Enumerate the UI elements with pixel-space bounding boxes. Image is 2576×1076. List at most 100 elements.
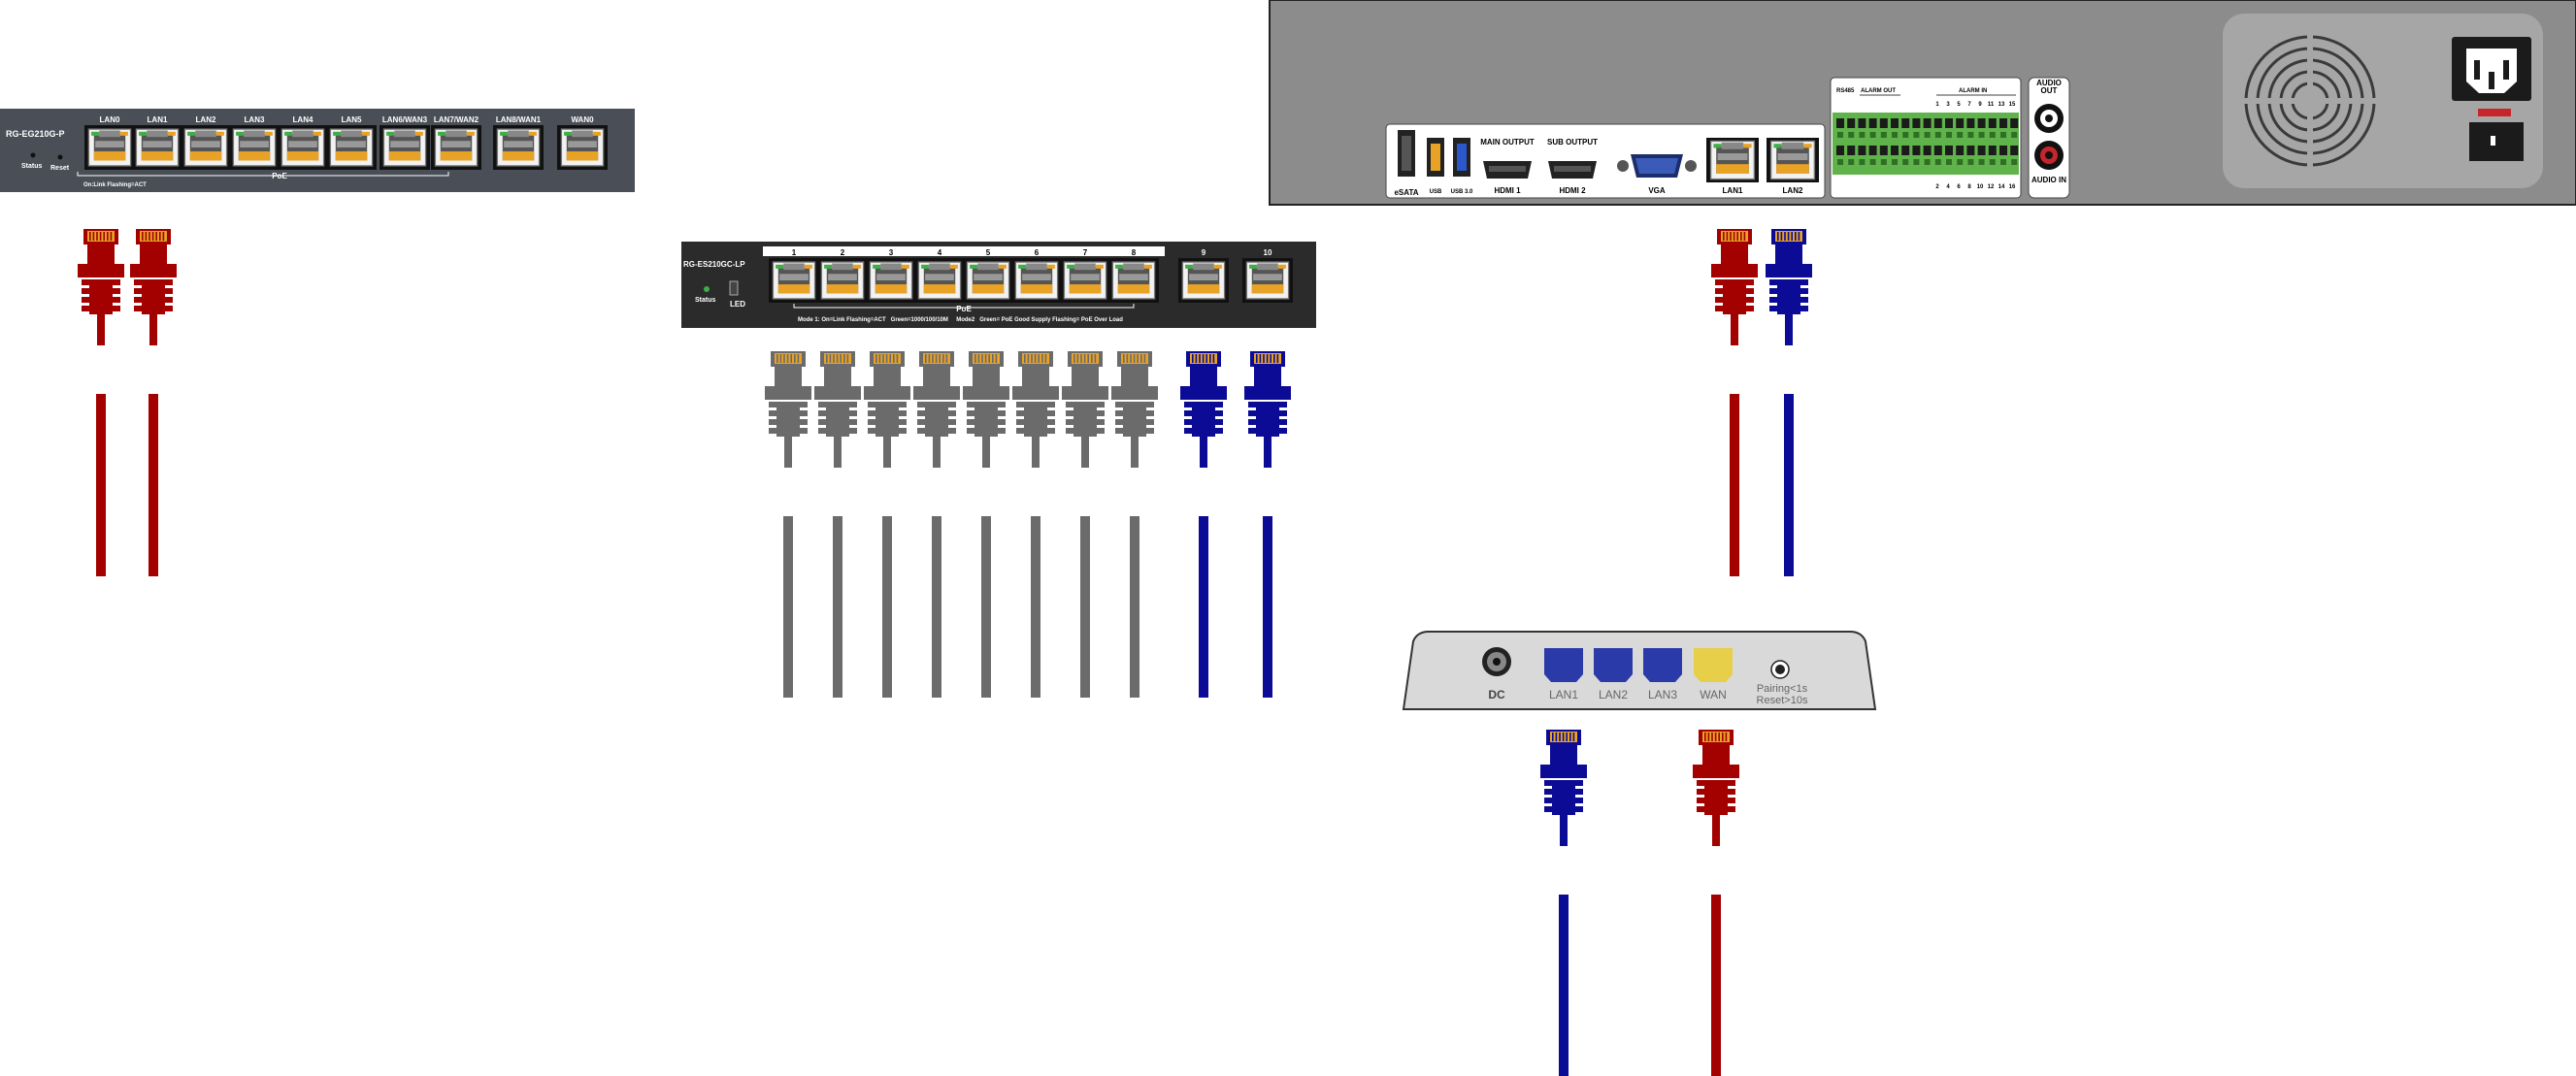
- terminal-screws: [1836, 118, 2019, 165]
- terminal-screw[interactable]: [1956, 118, 1965, 128]
- pairing-reset-button[interactable]: [1770, 660, 1790, 679]
- terminal-screw[interactable]: [1923, 118, 1932, 128]
- nvr-device: eSATA USB USB 3.0 MAIN OUTPUT HDMI 1 SUB…: [1269, 0, 2576, 206]
- switch-led-mode-button[interactable]: [729, 280, 739, 296]
- rj45-plug[interactable]: [1012, 351, 1059, 468]
- router-model-label: RG-EG210G-P: [6, 129, 65, 139]
- power-indicator: [2478, 109, 2511, 116]
- terminal-screw[interactable]: [1879, 146, 1888, 155]
- ap-port-2[interactable]: [1643, 648, 1682, 682]
- terminal-screw[interactable]: [1945, 118, 1953, 128]
- switch-port-label: 10: [1264, 248, 1272, 257]
- alarm-in-number: 12: [1988, 184, 1995, 190]
- audio-out-jack[interactable]: [2034, 104, 2064, 133]
- rj45-plug[interactable]: [1111, 351, 1158, 468]
- rj45-plug[interactable]: [1711, 229, 1758, 345]
- rj45-plug[interactable]: [814, 351, 861, 468]
- terminal-screw[interactable]: [1891, 118, 1899, 128]
- rj45-plug[interactable]: [765, 351, 811, 468]
- router-port-label: LAN6/WAN3: [382, 115, 428, 124]
- terminal-screw[interactable]: [1923, 146, 1932, 155]
- terminal-screw[interactable]: [1966, 118, 1975, 128]
- alarm-in-number: 8: [1967, 184, 1971, 190]
- terminal-screw[interactable]: [1912, 146, 1921, 155]
- vga-port[interactable]: [1617, 154, 1697, 178]
- terminal-screw[interactable]: [1891, 146, 1899, 155]
- router-port-label: LAN5: [342, 115, 362, 124]
- terminal-screw[interactable]: [1858, 118, 1866, 128]
- terminal-screw[interactable]: [1912, 118, 1921, 128]
- rj45-plug[interactable]: [1540, 730, 1587, 846]
- cable-wire: [981, 516, 991, 698]
- switch-port-label: 8: [1132, 248, 1137, 257]
- alarm-in-label: ALARM IN: [1959, 88, 1987, 94]
- rj45-plug[interactable]: [1244, 351, 1291, 468]
- ap-body: [1402, 631, 1877, 710]
- rj45-plug[interactable]: [913, 351, 960, 468]
- rj45-plug[interactable]: [864, 351, 910, 468]
- alarm-in-number: 16: [2009, 184, 2016, 190]
- terminal-screw[interactable]: [1879, 118, 1888, 128]
- cable-wire: [1559, 895, 1569, 1076]
- terminal-screw[interactable]: [1933, 146, 1942, 155]
- alarm-in-number: 11: [1988, 102, 1995, 108]
- power-switch[interactable]: [2469, 122, 2524, 161]
- rj45-plug[interactable]: [78, 229, 124, 345]
- audio-in-jack[interactable]: [2034, 141, 2064, 170]
- terminal-screw[interactable]: [1956, 146, 1965, 155]
- switch-port-label: 3: [889, 248, 894, 257]
- terminal-screw[interactable]: [1868, 146, 1877, 155]
- terminal-screw[interactable]: [1847, 146, 1856, 155]
- terminal-screw[interactable]: [1858, 146, 1866, 155]
- cable-wire: [783, 516, 793, 698]
- rj45-plug[interactable]: [1062, 351, 1108, 468]
- rj45-plug[interactable]: [1180, 351, 1227, 468]
- terminal-screw[interactable]: [1945, 146, 1953, 155]
- ap-port-0[interactable]: [1544, 648, 1583, 682]
- terminal-screw[interactable]: [2010, 146, 2019, 155]
- cable-wire: [1080, 516, 1090, 698]
- audio-out-label: AUDIO OUT: [2036, 80, 2062, 95]
- terminal-screw[interactable]: [1847, 118, 1856, 128]
- router-reset-button[interactable]: [57, 154, 63, 160]
- terminal-screw[interactable]: [1836, 118, 1844, 128]
- router-status-label: Status: [21, 163, 43, 170]
- rj45-plug[interactable]: [1766, 229, 1812, 345]
- switch-port-label: 1: [792, 248, 797, 257]
- switch-poe-bracket: [793, 304, 1135, 309]
- terminal-screw[interactable]: [1988, 146, 1997, 155]
- terminal-screw[interactable]: [2010, 118, 2019, 128]
- terminal-screw[interactable]: [1836, 146, 1844, 155]
- rj45-plug[interactable]: [1693, 730, 1739, 846]
- router-reset-label: Reset: [50, 165, 70, 172]
- ap-port-3[interactable]: [1694, 648, 1733, 682]
- switch-status-label: Status: [695, 297, 716, 304]
- router-port-label: LAN7/WAN2: [434, 115, 479, 124]
- switch-port-label: 5: [986, 248, 991, 257]
- esata-label: eSATA: [1394, 188, 1418, 197]
- terminal-screw[interactable]: [1977, 146, 1986, 155]
- ap-port-1[interactable]: [1594, 648, 1633, 682]
- alarm-in-number: 9: [1978, 102, 1982, 108]
- terminal-screw[interactable]: [1868, 118, 1877, 128]
- terminal-screw[interactable]: [1901, 118, 1910, 128]
- terminal-screw[interactable]: [1901, 146, 1910, 155]
- terminal-screw[interactable]: [1966, 146, 1975, 155]
- alarm-in-number: 2: [1935, 184, 1939, 190]
- terminal-screw[interactable]: [1988, 118, 1997, 128]
- dc-jack[interactable]: [1482, 647, 1511, 676]
- rj45-plug[interactable]: [963, 351, 1009, 468]
- terminal-screw[interactable]: [1999, 118, 2007, 128]
- rj45-plug[interactable]: [130, 229, 177, 345]
- cable-wire: [833, 516, 842, 698]
- cable-wire: [1711, 895, 1721, 1076]
- nvr-lan2-label: LAN2: [1783, 186, 1803, 195]
- cable-wire: [1263, 516, 1272, 698]
- terminal-screw[interactable]: [1977, 118, 1986, 128]
- terminal-screw[interactable]: [1933, 118, 1942, 128]
- router-port-label: LAN0: [100, 115, 120, 124]
- terminal-screw[interactable]: [1999, 146, 2007, 155]
- ap-port-label: LAN3: [1648, 688, 1677, 701]
